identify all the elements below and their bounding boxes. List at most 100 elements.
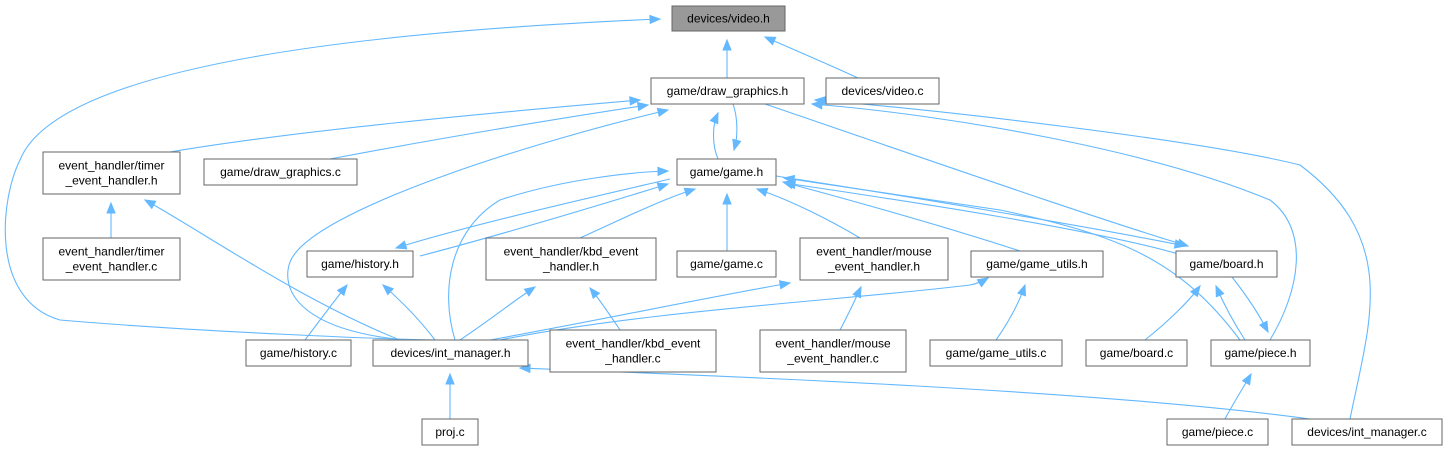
- node-mouse-h[interactable]: event_handler/mouse_event_handler.h: [799, 237, 949, 281]
- edge-int-manager-c-to-int-manager-h: [518, 363, 1311, 420]
- node-box: [676, 158, 777, 186]
- arrowhead: [523, 286, 537, 297]
- node-label: game/game_utils.h: [986, 257, 1087, 271]
- arrowhead: [336, 283, 348, 297]
- arrowhead: [732, 138, 742, 152]
- node-history-c[interactable]: game/history.c: [245, 339, 352, 367]
- node-box: [245, 339, 352, 367]
- edge-line: [811, 103, 1297, 341]
- arrowhead: [755, 187, 769, 197]
- node-piece-h[interactable]: game/piece.h: [1210, 339, 1311, 367]
- node-video-c[interactable]: devices/video.c: [825, 77, 940, 105]
- node-timer-h[interactable]: event_handler/timer_event_handler.h: [42, 151, 181, 195]
- node-draw-graphics-c[interactable]: game/draw_graphics.c: [203, 158, 358, 186]
- node-kbd-h[interactable]: event_handler/kbd_event_handler.h: [485, 237, 657, 281]
- edge-mouse-h-to-game-h: [755, 187, 861, 239]
- edge-timer-c-to-timer-h: [106, 201, 116, 238]
- edge-int-manager-h-to-game-h: [448, 166, 670, 341]
- node-box: [306, 250, 414, 278]
- edge-game-utils-c-to-game-utils-h: [995, 283, 1026, 341]
- edge-timer-h-to-draw-graphics-h: [169, 96, 642, 153]
- edge-int-manager-h-to-timer-h: [143, 199, 401, 341]
- edge-int-manager-h-to-kbd-h: [459, 286, 537, 341]
- arrowhead: [394, 240, 408, 250]
- node-box: [650, 77, 805, 105]
- node-box: [676, 250, 777, 278]
- arrowhead: [1215, 284, 1225, 298]
- arrowhead: [1189, 284, 1201, 298]
- edge-line: [395, 178, 671, 249]
- edge-game-h-to-board-h: [775, 175, 1187, 249]
- edge-line: [4, 18, 661, 341]
- edge-line: [775, 175, 1186, 247]
- node-label: game/piece.h: [1224, 346, 1296, 360]
- edge-board-h-to-piece-h: [1231, 276, 1269, 334]
- node-video-h[interactable]: devices/video.h: [671, 5, 786, 32]
- edge-history-h-to-game-h: [419, 182, 670, 257]
- node-box: [549, 329, 717, 373]
- node-int-manager-h[interactable]: devices/int_manager.h: [372, 339, 529, 367]
- node-label: _event_handler.h: [827, 260, 920, 274]
- arrowhead: [589, 286, 601, 300]
- node-label: _handler.c: [604, 352, 660, 366]
- node-history-h[interactable]: game/history.h: [306, 250, 414, 278]
- edge-video-c-to-video-h: [763, 36, 859, 79]
- node-timer-c[interactable]: event_handler/timer_event_handler.c: [42, 237, 181, 281]
- node-box: [1085, 339, 1188, 367]
- edge-draw-graphics-h-to-board-h: [764, 103, 1190, 248]
- edge-line: [519, 367, 1311, 420]
- node-board-h[interactable]: game/board.h: [1175, 250, 1278, 278]
- node-box: [203, 158, 358, 186]
- node-box: [42, 151, 181, 195]
- edge-line: [448, 170, 669, 341]
- arrowhead: [649, 14, 662, 25]
- node-label: game/game_utils.c: [946, 346, 1047, 360]
- node-label: game/board.c: [1100, 346, 1173, 360]
- node-box: [421, 418, 479, 446]
- edge-line: [764, 36, 859, 79]
- node-label: game/history.h: [321, 257, 399, 271]
- node-kbd-c[interactable]: event_handler/kbd_event_handler.c: [549, 329, 717, 373]
- edge-kbd-h-to-game-h: [579, 187, 697, 239]
- edge-line: [784, 182, 1186, 257]
- node-box: [970, 250, 1104, 278]
- arrowhead: [1017, 283, 1026, 297]
- node-box: [929, 339, 1063, 367]
- node-game-c[interactable]: game/game.c: [676, 250, 777, 278]
- edge-piece-h-to-draw-graphics-h: [810, 100, 1297, 341]
- edge-line: [329, 104, 649, 160]
- edge-proj-c-to-int-manager-h: [445, 372, 455, 419]
- node-label: game/game.h: [690, 165, 763, 179]
- edge-line: [144, 199, 401, 341]
- node-label: _event_handler.c: [786, 352, 878, 366]
- node-mouse-c[interactable]: event_handler/mouse_event_handler.c: [759, 329, 907, 373]
- node-board-c[interactable]: game/board.c: [1085, 339, 1188, 367]
- node-game-h[interactable]: game/game.h: [676, 158, 777, 186]
- node-label: event_handler/kbd_event: [566, 337, 701, 351]
- arrowhead: [976, 277, 990, 288]
- edge-line: [814, 99, 1371, 420]
- edge-line: [419, 183, 669, 257]
- arrowhead: [106, 201, 116, 214]
- node-int-manager-c[interactable]: devices/int_manager.c: [1291, 418, 1443, 446]
- arrowhead: [763, 36, 777, 46]
- edge-game-c-to-game-h: [722, 192, 732, 251]
- arrowhead: [722, 38, 732, 51]
- node-box: [485, 237, 657, 281]
- node-game-utils-c[interactable]: game/game_utils.c: [929, 339, 1063, 367]
- edge-draw-graphics-h-to-game-h: [732, 103, 742, 152]
- edges-layer: [4, 14, 1371, 420]
- arrowhead: [445, 372, 455, 385]
- edge-line: [579, 188, 696, 239]
- node-draw-graphics-h[interactable]: game/draw_graphics.h: [650, 77, 805, 105]
- node-proj-c[interactable]: proj.c: [421, 418, 479, 446]
- edge-int-manager-h-to-history-h: [381, 284, 436, 341]
- arrowhead: [656, 107, 670, 118]
- node-piece-c[interactable]: game/piece.c: [1166, 418, 1269, 446]
- edge-line: [382, 284, 436, 341]
- node-label: event_handler/kbd_event: [504, 245, 639, 259]
- node-box: [372, 339, 529, 367]
- edge-line: [783, 177, 1241, 341]
- node-game-utils-h[interactable]: game/game_utils.h: [970, 250, 1104, 278]
